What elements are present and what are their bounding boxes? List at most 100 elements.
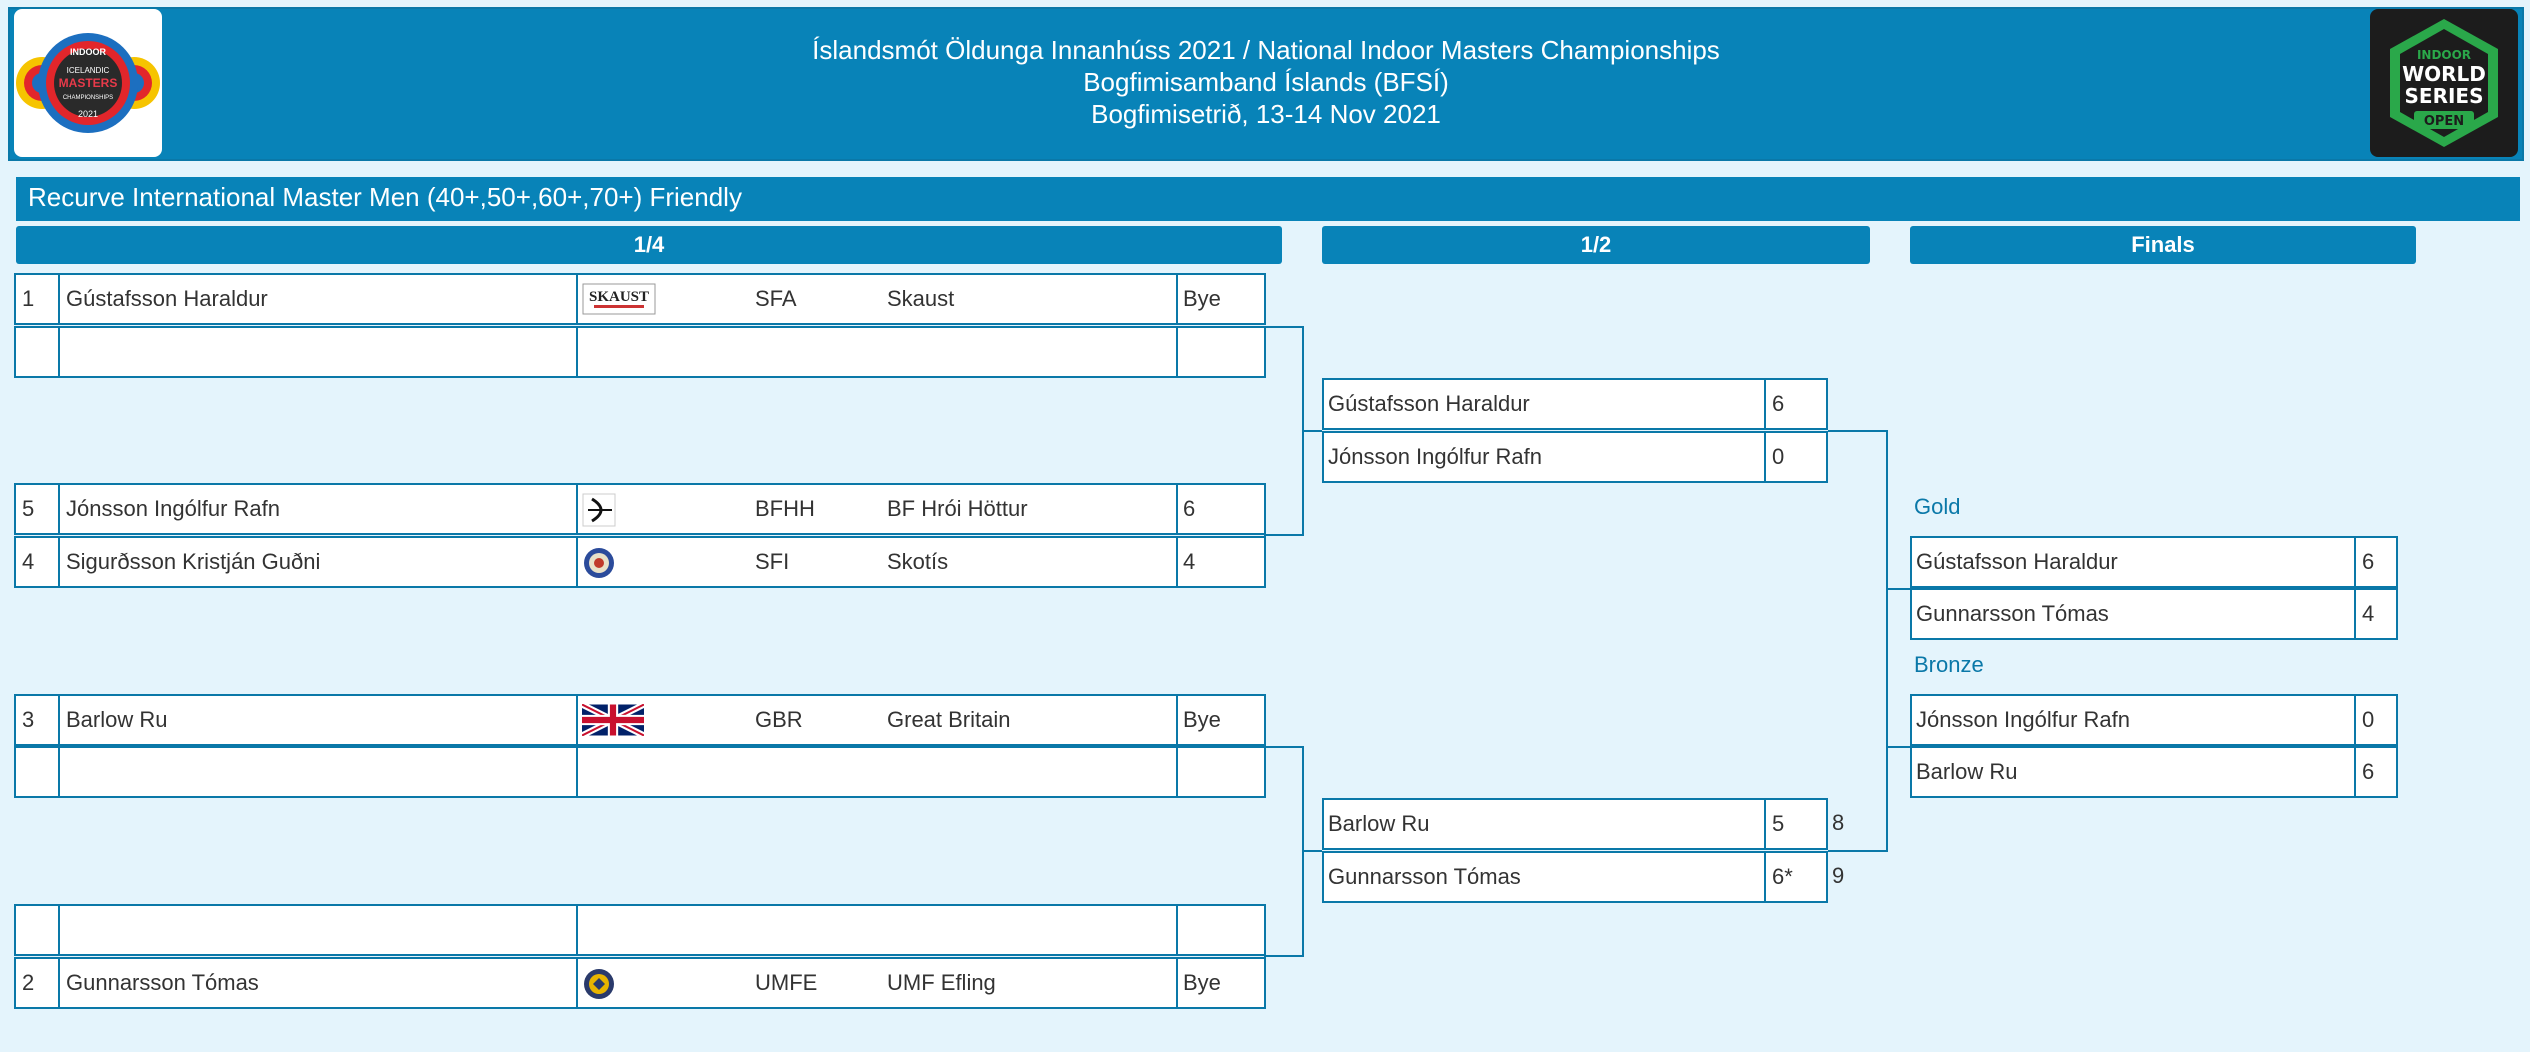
club-name: Skaust <box>887 286 955 311</box>
tiebreak-score: 9 <box>1832 863 1845 888</box>
country-code <box>755 328 875 376</box>
match-score: 4 <box>2362 601 2375 626</box>
event-title: Recurve International Master Men (40+,50… <box>16 177 2520 221</box>
bracket-line <box>1828 850 1888 852</box>
cell-divider <box>576 328 578 376</box>
cell-divider <box>1764 853 1766 901</box>
column-header-finals: Finals <box>1910 226 2416 264</box>
cell-divider <box>1176 538 1178 586</box>
country-code: GBR <box>755 707 803 732</box>
cell-divider <box>1176 748 1178 796</box>
header-title: Íslandsmót Öldunga Innanhúss 2021 / Nati… <box>812 35 1720 65</box>
cell-divider <box>1176 959 1178 1007</box>
club-name: BF Hrói Höttur <box>887 496 1028 521</box>
cell-divider <box>2354 590 2356 638</box>
country-code <box>755 748 875 796</box>
round-badge-icon <box>582 546 616 585</box>
cell-divider <box>1176 696 1178 744</box>
gold-badge-icon <box>582 967 616 1006</box>
club-name <box>887 748 1187 796</box>
cell-divider <box>576 959 578 1007</box>
match-score: 6 <box>2362 759 2375 784</box>
athlete-name: Sigurðsson Kristján Guðni <box>66 549 321 574</box>
bracket-line <box>1828 430 1888 432</box>
quarter-row <box>14 904 1266 956</box>
athlete-name: Gústafsson Haraldur <box>66 286 268 311</box>
cell-divider <box>2354 538 2356 586</box>
match-score: 4 <box>1183 549 1196 574</box>
athlete-name <box>66 906 566 954</box>
athlete-name <box>66 328 566 376</box>
country-code: BFHH <box>755 496 815 521</box>
athlete-name: Gústafsson Haraldur <box>1916 549 2118 574</box>
bracket-line <box>1302 430 1322 432</box>
event-logo: INDOOR ICELANDIC MASTERS CHAMPIONSHIPS 2… <box>14 9 162 157</box>
seed-cell <box>22 328 52 376</box>
bracket-line <box>1264 326 1304 328</box>
bracket-line <box>1886 430 1888 852</box>
athlete-name: Gústafsson Haraldur <box>1328 391 1530 416</box>
cell-divider <box>576 485 578 533</box>
match-score <box>1183 328 1263 376</box>
cell-divider <box>1176 485 1178 533</box>
country-code <box>755 906 875 954</box>
match-score: 5 <box>1772 811 1785 836</box>
uk-flag-icon <box>580 701 646 741</box>
club-name: UMF Efling <box>887 970 996 995</box>
seed-cell <box>22 748 52 796</box>
cell-divider <box>1764 380 1766 428</box>
semi-row: Gústafsson Haraldur 6 <box>1322 378 1828 430</box>
athlete-name: Gunnarsson Tómas <box>1328 864 1521 889</box>
cell-divider <box>2354 696 2356 744</box>
cell-divider <box>2354 748 2356 796</box>
seed-cell <box>22 906 52 954</box>
cell-divider <box>58 748 60 796</box>
cell-divider <box>1176 275 1178 323</box>
svg-text:MASTERS: MASTERS <box>59 76 118 90</box>
target-logo-icon: INDOOR ICELANDIC MASTERS CHAMPIONSHIPS 2… <box>16 33 160 133</box>
cell-divider <box>58 485 60 533</box>
match-score: 6 <box>1772 391 1785 416</box>
cell-divider <box>58 959 60 1007</box>
cell-divider <box>1764 800 1766 848</box>
cell-divider <box>58 275 60 323</box>
club-name <box>887 906 1187 954</box>
match-score: 0 <box>2362 707 2375 732</box>
cell-divider <box>1176 328 1178 376</box>
bracket-line <box>1886 588 1910 590</box>
seed-cell: 1 <box>22 286 35 311</box>
svg-text:SERIES: SERIES <box>2405 84 2484 108</box>
country-code: SFA <box>755 286 797 311</box>
cell-divider <box>576 275 578 323</box>
club-name <box>887 328 1187 376</box>
bracket-line <box>1264 955 1304 957</box>
cell-divider <box>576 906 578 954</box>
event-header: INDOOR ICELANDIC MASTERS CHAMPIONSHIPS 2… <box>8 7 2524 161</box>
club-name: Skotís <box>887 549 949 574</box>
semi-row: Jónsson Ingólfur Rafn 0 <box>1322 431 1828 483</box>
athlete-name: Jónsson Ingólfur Rafn <box>1328 444 1543 469</box>
match-score: 6 <box>2362 549 2375 574</box>
match-score: 0 <box>1772 444 1785 469</box>
hexagon-logo-icon: INDOOR WORLD SERIES OPEN <box>2390 19 2498 147</box>
tiebreak-score: 8 <box>1832 810 1845 835</box>
seed-cell: 3 <box>22 707 35 732</box>
gold-medal-label: Gold <box>1914 494 1961 519</box>
cell-divider <box>58 696 60 744</box>
quarter-row <box>14 746 1266 798</box>
svg-text:INDOOR: INDOOR <box>2417 48 2471 62</box>
athlete-name: Barlow Ru <box>66 707 168 732</box>
indoor-world-series-logo: INDOOR WORLD SERIES OPEN <box>2370 9 2518 157</box>
cell-divider <box>1176 906 1178 954</box>
seed-cell: 4 <box>22 549 35 574</box>
cell-divider <box>576 696 578 744</box>
athlete-name <box>66 748 566 796</box>
athlete-name: Barlow Ru <box>1916 759 2018 784</box>
bracket-line <box>1264 746 1304 748</box>
header-organizer: Bogfimisamband Íslands (BFSÍ) <box>1083 67 1449 97</box>
athlete-name: Jónsson Ingólfur Rafn <box>66 496 281 521</box>
